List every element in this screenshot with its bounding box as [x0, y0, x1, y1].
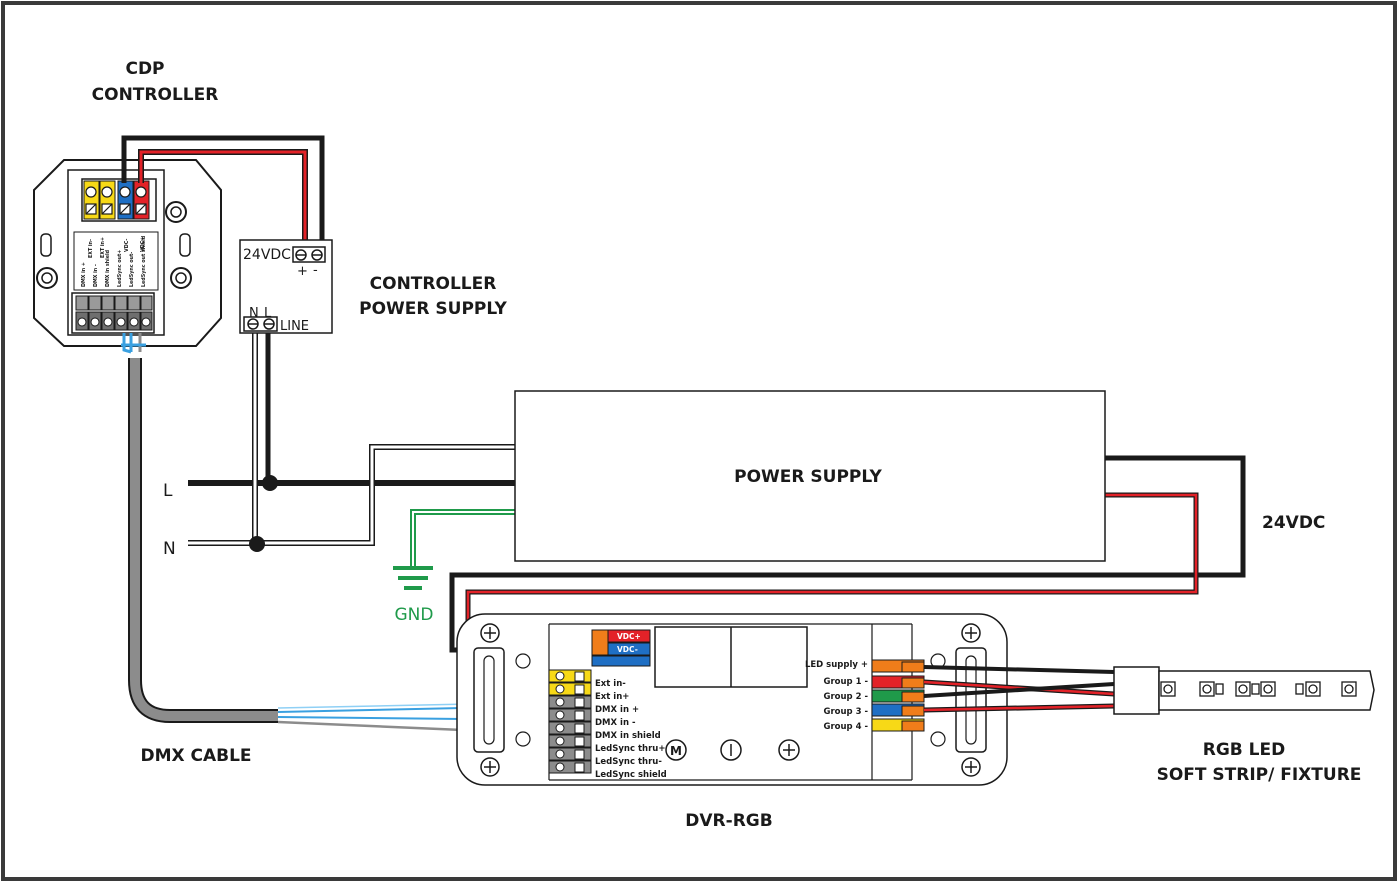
dvr-label-ledsync-shield: LedSync shield	[595, 770, 667, 780]
rgb-led-strip	[1113, 666, 1375, 715]
led-wire-black	[923, 665, 1115, 674]
screw-icon	[41, 272, 53, 284]
dvr-label-group1: Group 1 -	[823, 677, 868, 687]
dvr-label-group4: Group 4 -	[823, 722, 868, 732]
rgb-led-label-line2: SOFT STRIP/ FIXTURE	[1157, 765, 1362, 785]
main-power-supply	[514, 390, 1106, 562]
dvr-label-ledsync-minus: LedSync thru-	[595, 757, 662, 767]
rgb-led-label-line1: RGB LED	[1203, 740, 1285, 760]
cdp-label-dmx-minus: DMX in -	[93, 264, 99, 287]
dvr-vdc-plus-label: VDC+	[617, 632, 641, 641]
dvr-label-ledsync-plus: LedSync thru+	[595, 744, 665, 754]
screw-icon	[175, 272, 187, 284]
controller-power-supply: 24VDC + - N L LINE	[239, 239, 333, 334]
dvr-button-m-label: M	[670, 744, 682, 758]
dvr-left-terminal-strip	[548, 669, 592, 774]
screw-icon	[480, 623, 500, 777]
dvr-label-led-supply: LED supply +	[805, 660, 868, 670]
ctrl-psu-plus: +	[297, 264, 308, 279]
dvr-rgb: VDC+ VDC- Ext in- Ext in+ DMX in + DMX i…	[456, 613, 1008, 786]
ctrl-psu-n: N	[249, 306, 259, 321]
wire-ctrl-vdc-black	[121, 135, 325, 248]
cdp-label-ledsync-shield: LedSync out shield	[141, 235, 147, 287]
mount-slot-icon	[179, 233, 191, 257]
cdp-label-dmx-shield: DMX in shield	[105, 249, 111, 287]
ctrl-psu-label-line1: CONTROLLER	[370, 274, 497, 294]
dvr-button-minus[interactable]	[720, 739, 742, 761]
cdp-label-line2: CONTROLLER	[92, 85, 219, 105]
terminal-screw-icon	[247, 318, 275, 330]
screw-icon	[170, 206, 182, 218]
ground-symbol-icon	[393, 566, 433, 590]
ctrl-psu-label-line2: POWER SUPPLY	[359, 299, 507, 319]
power-supply-label: POWER SUPPLY	[734, 467, 882, 487]
dmx-cable-label: DMX CABLE	[140, 746, 251, 766]
cdp-label-ext-minus: EXT in-	[88, 239, 94, 258]
dvr-label-ext-plus: Ext in+	[595, 692, 629, 702]
cdp-label-ledsync-minus: LedSync out-	[129, 252, 135, 287]
dvr-label-ext-minus: Ext in-	[595, 679, 626, 689]
led-wire-green	[923, 682, 1115, 698]
dvr-label-group2: Group 2 -	[823, 692, 868, 702]
cdp-label-vdc-plus: VDC+	[140, 237, 146, 252]
ctrl-psu-l: L	[264, 306, 272, 321]
cdp-label-dmx-plus: DMX in +	[81, 262, 87, 287]
ctrl-psu-voltage: 24VDC	[243, 247, 291, 263]
cdp-label-ledsync-plus: LedSync out+	[117, 250, 123, 287]
screw-icon	[961, 623, 981, 777]
gnd-label: GND	[395, 605, 434, 625]
mount-slot-icon	[40, 233, 52, 257]
dvr-button-m[interactable]: M	[665, 739, 687, 761]
dvr-label-dmx-plus: DMX in +	[595, 705, 639, 715]
dvr-label-group3: Group 3 -	[823, 707, 868, 717]
mains-n-label: N	[163, 539, 176, 559]
cdp-label-line1: CDP	[125, 59, 164, 79]
cdp-label-ext-plus: EXT in+	[100, 237, 106, 258]
dvr-button-plus[interactable]	[778, 739, 800, 761]
ctrl-psu-line: LINE	[280, 319, 309, 334]
junction-l-dot	[262, 475, 278, 491]
cdp-label-vdc-minus: VDC-	[124, 239, 130, 252]
junction-n-dot	[249, 536, 265, 552]
dvr-vdc-minus-label: VDC-	[617, 645, 638, 654]
vdc-label: 24VDC	[1262, 513, 1325, 533]
mains-l-label: L	[163, 481, 173, 501]
led-connector	[1113, 666, 1160, 715]
dvr-label-dmx-minus: DMX in -	[595, 718, 636, 728]
ctrl-psu-minus: -	[313, 263, 318, 278]
cdp-controller: CDP CONTROLLER EXT in- EXT in+ VDC-	[33, 59, 222, 347]
dvr-rgb-label: DVR-RGB	[685, 811, 772, 831]
dvr-label-dmx-shield: DMX in shield	[595, 731, 661, 741]
terminal-screw-icon	[295, 249, 323, 261]
